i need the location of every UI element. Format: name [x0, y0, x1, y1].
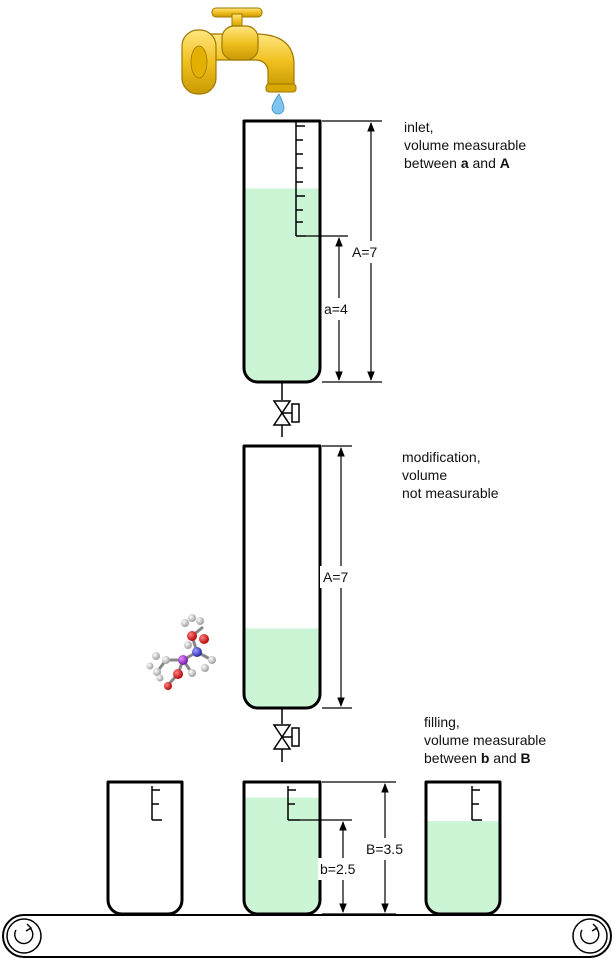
- water-drop-icon: [271, 93, 285, 115]
- inlet-dim-a-label: a=4: [324, 301, 348, 317]
- filling-note-line2: volume measurable: [424, 732, 547, 748]
- inlet-note-A: A: [499, 155, 510, 171]
- modification-note-line2: volume: [402, 467, 448, 483]
- filling-note-line1: filling,: [424, 714, 460, 730]
- modification-tube: [242, 444, 322, 710]
- inlet-scale: [295, 121, 306, 237]
- filling-note-B: B: [520, 750, 531, 766]
- filling-note-line3: between b and B: [424, 749, 546, 767]
- inlet-tube: [242, 119, 322, 384]
- modification-note: modification, volume not measurable: [402, 448, 499, 502]
- faucet-icon: [181, 7, 297, 115]
- filling-note-and: and: [489, 750, 521, 766]
- inlet-note: inlet, volume measurable between a and A: [404, 118, 526, 172]
- filling-cup-empty: [106, 780, 184, 916]
- inlet-note-a: a: [460, 155, 469, 171]
- inlet-note-text: between: [404, 155, 461, 171]
- inlet-note-and: and: [468, 155, 500, 171]
- valve-icon: [272, 709, 300, 762]
- modification-dim-A-label: A=7: [323, 569, 349, 585]
- filling-note-text: between: [424, 750, 481, 766]
- modification-note-line3: not measurable: [402, 485, 499, 501]
- inlet-liquid: [245, 188, 319, 381]
- filling-dim-b-label: b=2.5: [320, 861, 356, 877]
- filling-cup-partial: [424, 780, 502, 916]
- conveyor-belt: [2, 914, 612, 958]
- cup-liquid: [245, 797, 319, 913]
- roller-arrow-icon: [580, 923, 600, 945]
- filling-note-b: b: [480, 750, 490, 766]
- valve-icon: [272, 383, 300, 437]
- inlet-dim-A-label: A=7: [352, 244, 378, 260]
- molecule-icon: [146, 614, 216, 690]
- inlet-note-line1: inlet,: [404, 119, 434, 135]
- inlet-note-line3: between a and A: [404, 154, 526, 172]
- filling-cup-full: [242, 780, 322, 916]
- filling-dim-B-label: B=3.5: [366, 841, 403, 857]
- filling-note: filling, volume measurable between b and…: [424, 713, 546, 767]
- inlet-note-line2: volume measurable: [404, 137, 527, 153]
- roller-arrow-icon: [14, 923, 34, 945]
- cup-liquid: [427, 821, 499, 913]
- modification-liquid: [245, 628, 319, 707]
- modification-note-line1: modification,: [402, 449, 481, 465]
